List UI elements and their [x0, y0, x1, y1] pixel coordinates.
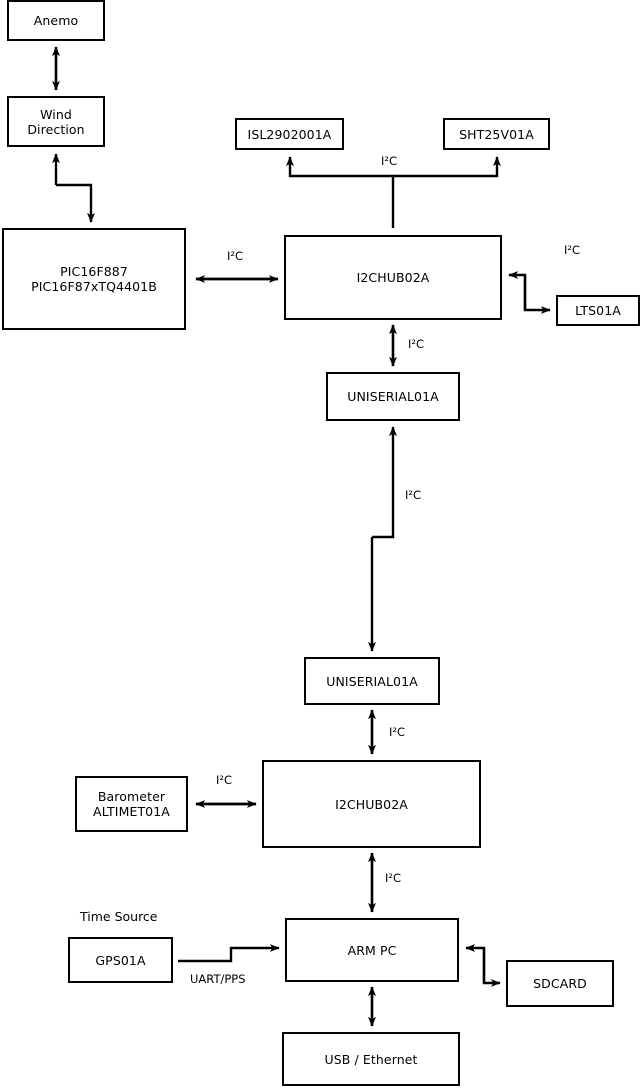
edge-wind-pic-path [56, 183, 95, 223]
node-arm-pc-label: ARM PC [347, 942, 397, 958]
node-lts01a-label: LTS01A [575, 303, 621, 318]
edge-label-uni-uni-i2c: I²C [405, 488, 422, 502]
edge-label-isl-sht-i2c: I²C [381, 154, 398, 168]
node-usb-ethernet-label: USB / Ethernet [324, 1051, 418, 1067]
node-sdcard-label: SDCARD [533, 976, 587, 991]
node-uniserial01a-upper[interactable]: UNISERIAL01A [326, 372, 460, 421]
node-pic-microcontroller-label: PIC16F887 PIC16F87xTQ4401B [31, 264, 157, 294]
edge-uni-uni-up [372, 426, 397, 539]
node-i2chub02a-bottom-label: I2CHUB02A [335, 796, 408, 812]
node-i2chub02a-top[interactable]: I2CHUB02A [284, 235, 502, 320]
node-sht25v01a-label: SHT25V01A [459, 126, 534, 142]
edge-arm-sdcard-out [482, 948, 501, 987]
node-barometer-altimet01a[interactable]: Barometer ALTIMET01A [75, 776, 188, 832]
edge-arm-sdcard-in [465, 944, 486, 983]
node-sdcard[interactable]: SDCARD [506, 960, 614, 1007]
node-uniserial01a-upper-label: UNISERIAL01A [347, 389, 439, 404]
edge-hub-lts-out [523, 275, 551, 314]
node-wind-direction-label: Wind Direction [27, 106, 85, 137]
edge-hub-bus-right [393, 156, 501, 178]
node-isl2902001a[interactable]: ISL2902001A [235, 118, 344, 150]
node-anemo-label: Anemo [33, 13, 79, 28]
edge-hub-bus-trunk [286, 156, 395, 228]
node-arm-pc[interactable]: ARM PC [285, 918, 459, 982]
edge-label-hub-arm-i2c: I²C [385, 871, 402, 885]
node-anemo[interactable]: Anemo [7, 0, 105, 41]
node-pic-microcontroller[interactable]: PIC16F887 PIC16F87xTQ4401B [2, 228, 186, 330]
edge-label-hub-uni-i2c: I²C [408, 337, 425, 351]
node-uniserial01a-lower[interactable]: UNISERIAL01A [304, 657, 440, 705]
edge-gps-arm [178, 944, 280, 963]
node-gps01a[interactable]: GPS01A [68, 937, 173, 983]
node-i2chub02a-bottom[interactable]: I2CHUB02A [262, 760, 481, 848]
node-i2chub02a-top-label: I2CHUB02A [356, 270, 430, 285]
label-time-source: Time Source [80, 909, 158, 924]
node-uniserial01a-lower-label: UNISERIAL01A [326, 673, 418, 689]
edge-hub-lts-in [508, 271, 527, 310]
edge-label-baro-hub-i2c: I²C [216, 773, 233, 787]
node-sht25v01a[interactable]: SHT25V01A [443, 118, 550, 150]
node-usb-ethernet[interactable]: USB / Ethernet [282, 1032, 460, 1086]
node-barometer-altimet01a-label: Barometer ALTIMET01A [93, 789, 170, 819]
edge-label-pic-hub-i2c: I²C [227, 249, 244, 263]
edge-label-hub-lts-i2c: I²C [564, 243, 581, 257]
node-isl2902001a-label: ISL2902001A [247, 126, 332, 142]
edge-label-gps-uart-pps: UART/PPS [190, 972, 246, 986]
node-lts01a[interactable]: LTS01A [556, 295, 640, 326]
node-wind-direction[interactable]: Wind Direction [7, 96, 105, 147]
edge-label-uni-hub-i2c: I²C [389, 725, 406, 739]
node-gps01a-label: GPS01A [95, 952, 146, 968]
